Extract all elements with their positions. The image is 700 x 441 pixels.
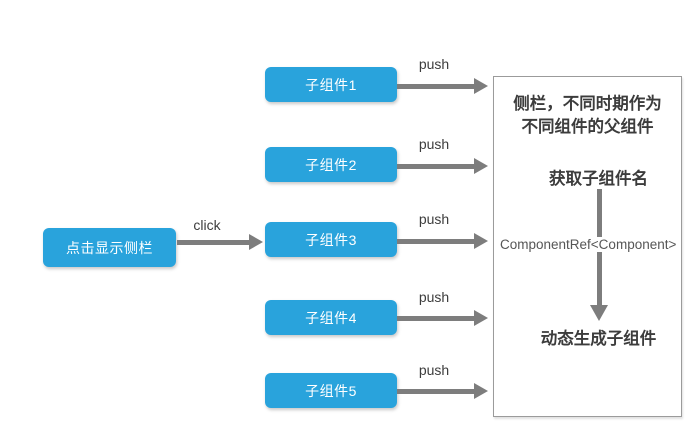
push-arrow-label: push xyxy=(418,362,450,378)
arrow-line xyxy=(397,164,476,169)
push-arrow-label: push xyxy=(418,211,450,227)
arrow-line xyxy=(397,389,476,394)
arrow-head-icon xyxy=(474,383,488,399)
push-arrow xyxy=(397,310,488,327)
click-arrow-label: click xyxy=(193,217,221,233)
arrow-line xyxy=(397,239,476,244)
arrow-head-icon xyxy=(474,158,488,174)
arrow-head-icon xyxy=(474,233,488,249)
sidebar-panel: 侧栏，不同时期作为 不同组件的父组件 获取子组件名 ComponentRef<C… xyxy=(493,76,682,417)
push-arrow xyxy=(397,383,488,400)
arrow-line xyxy=(177,240,251,245)
arrow-head-icon xyxy=(474,310,488,326)
arrow-head-icon xyxy=(474,78,488,94)
push-arrow-label: push xyxy=(418,56,450,72)
child-component-node-1[interactable]: 子组件1 xyxy=(265,67,397,102)
arrow-line xyxy=(397,84,476,89)
arrow-head-icon xyxy=(249,234,263,250)
panel-title: 侧栏，不同时期作为 不同组件的父组件 xyxy=(494,93,681,139)
push-arrow-label: push xyxy=(418,289,450,305)
generate-child-text: 动态生成子组件 xyxy=(540,330,657,348)
push-arrow xyxy=(397,158,488,175)
push-arrow xyxy=(397,233,488,250)
show-sidebar-button[interactable]: 点击显示侧栏 xyxy=(43,228,176,267)
panel-title-line-1: 侧栏，不同时期作为 xyxy=(513,95,662,113)
child-component-node-2[interactable]: 子组件2 xyxy=(265,147,397,182)
push-arrow-label: push xyxy=(418,136,450,152)
panel-title-line-2: 不同组件的父组件 xyxy=(521,118,654,136)
child-component-node-4[interactable]: 子组件4 xyxy=(265,300,397,335)
down-arrow xyxy=(590,189,608,321)
child-component-node-5[interactable]: 子组件5 xyxy=(265,373,397,408)
get-child-name-text: 获取子组件名 xyxy=(549,170,648,188)
push-arrow xyxy=(397,78,488,95)
component-ref-text: ComponentRef<Component> xyxy=(499,237,678,252)
arrow-head-icon xyxy=(590,305,608,321)
click-arrow xyxy=(177,234,263,251)
arrow-line xyxy=(397,316,476,321)
child-component-node-3[interactable]: 子组件3 xyxy=(265,222,397,257)
